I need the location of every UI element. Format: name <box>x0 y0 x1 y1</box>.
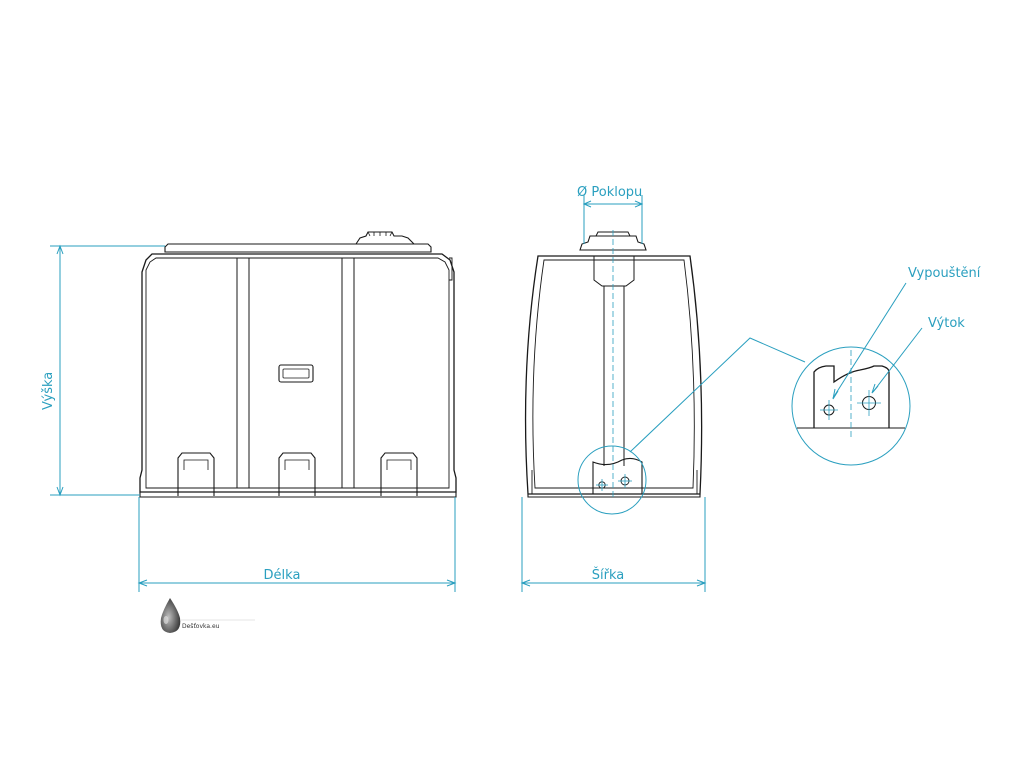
front-view-tank <box>139 231 457 498</box>
detail-leader-line <box>629 337 806 453</box>
lid-diameter-label: Ø Poklopu <box>577 185 642 200</box>
height-dimension <box>50 244 165 497</box>
drain-label: Vypouštění <box>908 266 981 281</box>
length-label: Délka <box>264 568 301 583</box>
detail-circle-small <box>577 445 647 515</box>
logo-text: Dešťovka.eu <box>182 623 220 630</box>
width-label: Šířka <box>592 567 624 583</box>
outlet-label: Výtok <box>928 316 965 331</box>
drain-leader <box>832 282 907 400</box>
water-drop-icon <box>160 598 181 633</box>
height-label: Výška <box>41 372 56 410</box>
side-view-tank <box>524 231 703 498</box>
detail-view <box>791 346 911 466</box>
outlet-leader <box>871 327 923 394</box>
detail-circle-large <box>791 346 911 466</box>
width-dimension <box>520 497 707 592</box>
length-dimension <box>137 497 457 592</box>
lid-diameter-dimension <box>582 195 644 244</box>
foot-crosshairs <box>596 474 632 491</box>
